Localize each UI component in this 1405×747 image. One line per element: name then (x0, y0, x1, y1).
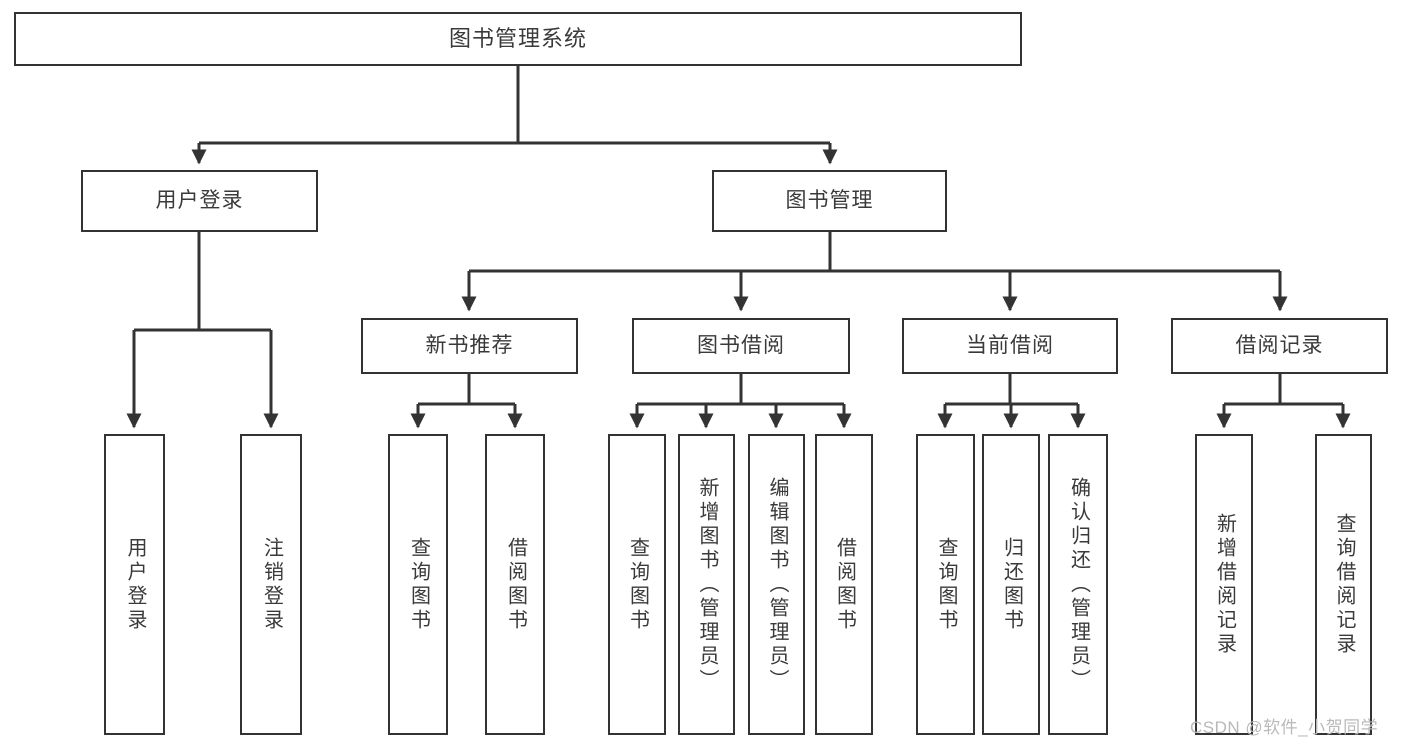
leaf-label: 查询图书 (407, 536, 430, 633)
node-root-system[interactable]: 图书管理系统 (14, 12, 1022, 66)
leaf-label: 新增图书（管理员） (696, 476, 718, 693)
node-user-login[interactable]: 用户登录 (81, 170, 318, 232)
node-book-management[interactable]: 图书管理 (712, 170, 947, 232)
leaf-current-return-book[interactable]: 归还图书 (982, 434, 1040, 735)
node-book-borrow[interactable]: 图书借阅 (632, 318, 850, 374)
leaf-user-login-login[interactable]: 用户登录 (104, 434, 165, 735)
leaf-label: 新增借阅记录 (1213, 512, 1236, 657)
leaf-label: 编辑图书（管理员） (766, 476, 788, 693)
leaf-current-confirm-return-admin[interactable]: 确认归还（管理员） (1048, 434, 1108, 735)
node-borrow-record[interactable]: 借阅记录 (1171, 318, 1388, 374)
leaf-label: 用户登录 (124, 536, 146, 633)
leaf-label: 借阅图书 (833, 536, 856, 633)
leaf-record-query-record[interactable]: 查询借阅记录 (1315, 434, 1372, 735)
leaf-borrow-add-book-admin[interactable]: 新增图书（管理员） (678, 434, 735, 735)
leaf-label: 借阅图书 (504, 536, 527, 633)
leaf-borrow-borrow-book[interactable]: 借阅图书 (815, 434, 873, 735)
leaf-label: 确认归还（管理员） (1067, 476, 1090, 693)
leaf-recommend-borrow-book[interactable]: 借阅图书 (485, 434, 545, 735)
leaf-label: 查询借阅记录 (1333, 512, 1355, 657)
node-current-borrow[interactable]: 当前借阅 (902, 318, 1118, 374)
leaf-label: 查询图书 (626, 536, 649, 633)
leaf-borrow-edit-book-admin[interactable]: 编辑图书（管理员） (748, 434, 805, 735)
leaf-label: 注销登录 (260, 536, 283, 633)
leaf-current-query-book[interactable]: 查询图书 (916, 434, 975, 735)
leaf-record-add-record[interactable]: 新增借阅记录 (1195, 434, 1253, 735)
csdn-watermark: CSDN @软件_小贺同学 (1190, 718, 1379, 737)
leaf-label: 归还图书 (1000, 536, 1023, 633)
leaf-user-login-logout[interactable]: 注销登录 (240, 434, 302, 735)
leaf-label: 查询图书 (935, 536, 957, 633)
leaf-borrow-query-book[interactable]: 查询图书 (608, 434, 666, 735)
leaf-recommend-query-book[interactable]: 查询图书 (388, 434, 448, 735)
node-new-book-recommend[interactable]: 新书推荐 (361, 318, 578, 374)
